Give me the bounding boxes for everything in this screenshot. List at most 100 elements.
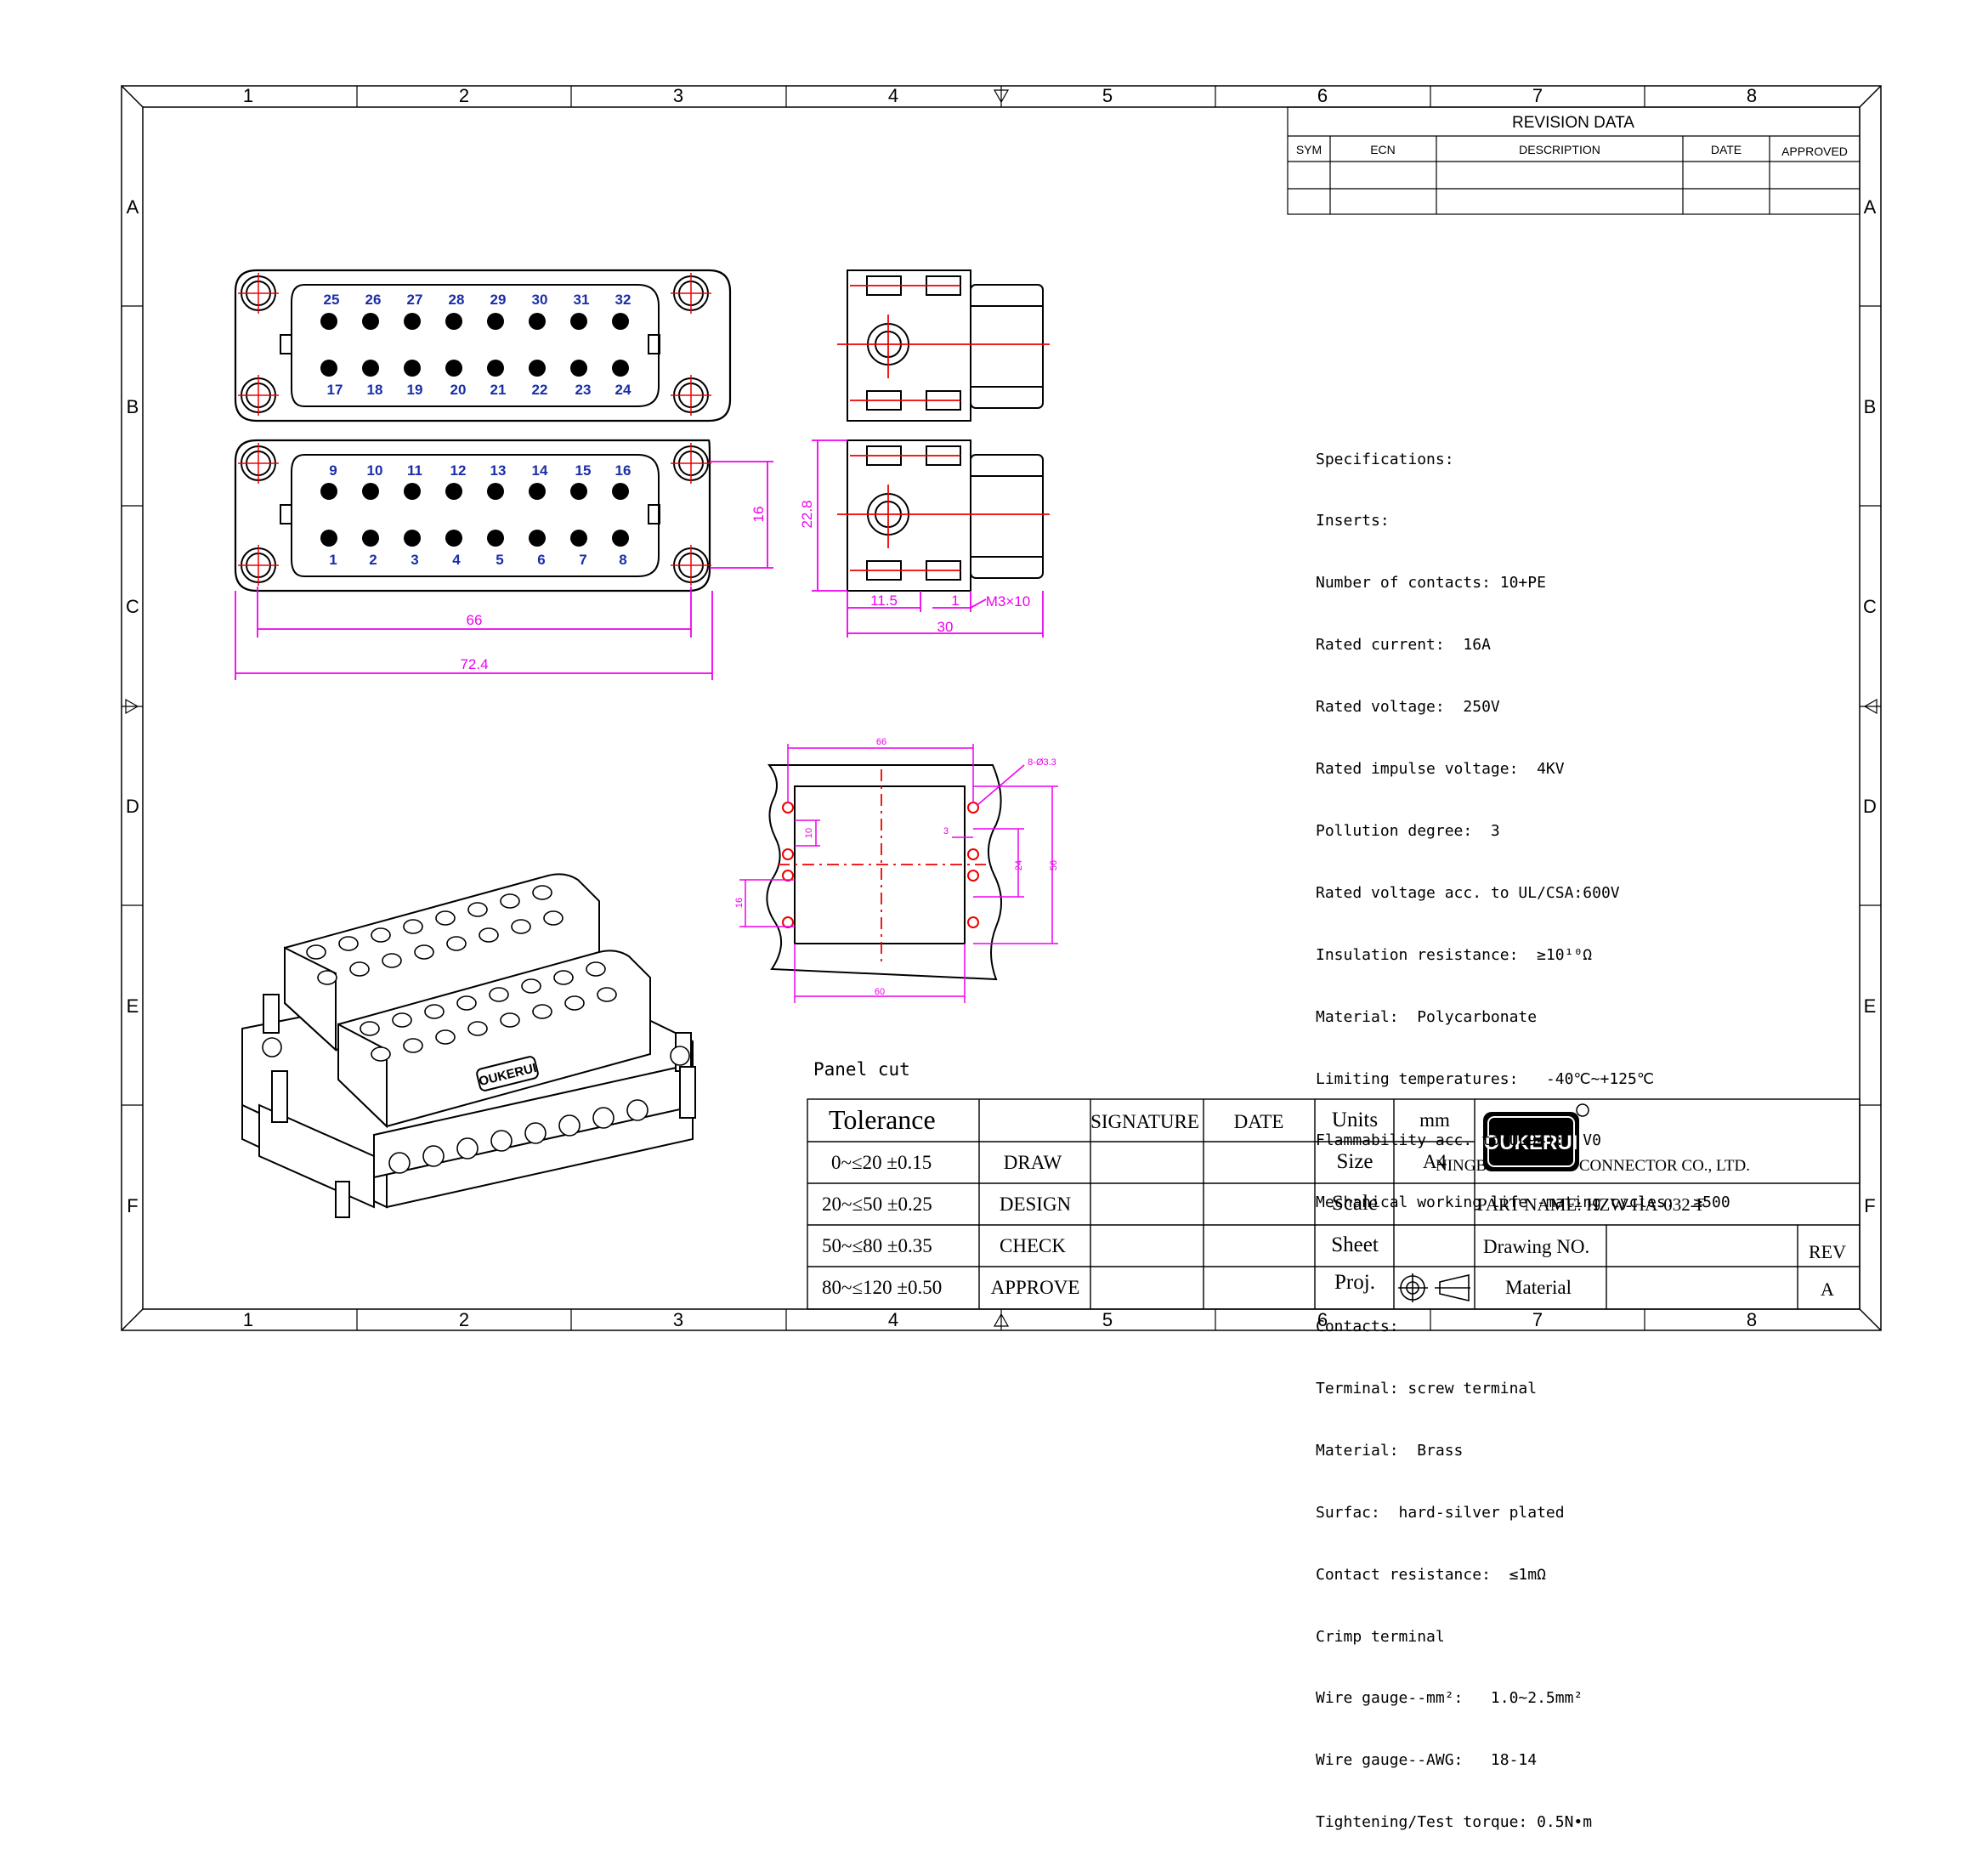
panel-cut-drawing: 66 8-Ø3.3 10 3 24 56 16 60	[734, 737, 1059, 1003]
specifications-block: Specifications: Inserts: Number of conta…	[1316, 408, 1730, 1854]
svg-text:CHECK: CHECK	[1000, 1235, 1066, 1256]
side-dimensions	[812, 439, 1044, 638]
spec-line: Tightening/Test torque: 0.5N•m	[1316, 1813, 1593, 1832]
svg-text:REV: REV	[1809, 1241, 1846, 1262]
svg-text:F: F	[127, 1195, 138, 1216]
svg-text:25: 25	[324, 292, 340, 308]
part-name: PART NAME: HZW-HA-032-F	[1477, 1194, 1706, 1215]
svg-text:D: D	[126, 796, 139, 817]
svg-text:5: 5	[496, 552, 503, 568]
svg-text:M3×10: M3×10	[986, 593, 1030, 609]
spec-line: Crimp terminal	[1316, 1627, 1445, 1646]
drawing-sheet: 1 2 3 4 5 6 7 8 1 2 3 4 5 6 7 8 A B C D …	[121, 85, 1882, 1331]
svg-text:7: 7	[579, 552, 586, 568]
svg-text:66: 66	[876, 737, 886, 747]
isometric-screw-terminals	[262, 1037, 690, 1174]
spec-line: Rated voltage: 250V	[1316, 698, 1500, 717]
spec-line: Rated voltage acc. to UL/CSA:600V	[1316, 883, 1620, 902]
svg-text:24: 24	[615, 382, 632, 398]
svg-text:28: 28	[449, 292, 465, 308]
svg-text:56: 56	[1049, 860, 1059, 870]
svg-text:Scale: Scale	[1332, 1192, 1378, 1215]
svg-text:30: 30	[937, 619, 954, 635]
spec-line: Material: Polycarbonate	[1316, 1007, 1538, 1026]
svg-text:3: 3	[673, 1309, 683, 1330]
svg-text:3: 3	[943, 826, 949, 836]
svg-text:1: 1	[243, 85, 253, 106]
svg-text:DRAW: DRAW	[1004, 1152, 1062, 1173]
svg-text:6: 6	[537, 552, 545, 568]
svg-text:9: 9	[329, 462, 337, 479]
spec-line: Rated impulse voltage: 4KV	[1316, 760, 1565, 779]
svg-text:2: 2	[459, 85, 469, 106]
dim-16: 16	[750, 507, 767, 523]
svg-text:22.8: 22.8	[799, 500, 815, 528]
svg-text:OUKERUI: OUKERUI	[1484, 1131, 1578, 1154]
svg-text:5: 5	[1102, 1309, 1113, 1330]
spec-line: Surfac: hard-silver plated	[1316, 1503, 1565, 1522]
svg-text:3: 3	[673, 85, 683, 106]
svg-text:8: 8	[1747, 1309, 1757, 1330]
svg-text:2: 2	[369, 552, 377, 568]
svg-text:13: 13	[490, 462, 507, 479]
svg-text:8: 8	[1747, 85, 1757, 106]
svg-text:11: 11	[407, 462, 422, 479]
svg-text:6: 6	[1317, 1309, 1328, 1330]
front-dimensions	[235, 461, 773, 680]
svg-text:APPROVE: APPROVE	[991, 1277, 1080, 1298]
svg-text:20~≤50 ±0.25: 20~≤50 ±0.25	[822, 1193, 932, 1215]
svg-text:7: 7	[1532, 1309, 1543, 1330]
dim-66: 66	[467, 612, 483, 628]
svg-text:31: 31	[574, 292, 590, 308]
svg-text:14: 14	[532, 462, 548, 479]
spec-line: Wire gauge--AWG: 18-14	[1316, 1751, 1538, 1770]
signature-header: SIGNATURE	[1090, 1111, 1199, 1132]
spec-line: Wire gauge--mm²: 1.0~2.5mm²	[1316, 1689, 1583, 1708]
svg-text:21: 21	[490, 382, 507, 398]
svg-text:80~≤120 ±0.50: 80~≤120 ±0.50	[822, 1277, 942, 1298]
svg-text:ECN: ECN	[1370, 143, 1396, 156]
svg-text:Sheet: Sheet	[1331, 1233, 1379, 1256]
svg-text:A: A	[1821, 1279, 1834, 1300]
svg-text:4: 4	[452, 552, 461, 568]
svg-text:B: B	[1864, 396, 1877, 417]
svg-text:C: C	[1863, 596, 1877, 617]
svg-text:8-Ø3.3: 8-Ø3.3	[1028, 757, 1056, 768]
svg-text:Units: Units	[1332, 1108, 1378, 1131]
oukerui-logo: OUKERUI	[1483, 1103, 1589, 1171]
svg-text:30: 30	[532, 292, 548, 308]
svg-text:D: D	[1863, 796, 1877, 817]
spec-line: Mechanical working life -mating cycles: …	[1316, 1193, 1730, 1212]
zone-ticks	[122, 86, 1881, 1330]
svg-text:SYM: SYM	[1296, 143, 1322, 156]
svg-text:DESIGN: DESIGN	[1000, 1193, 1072, 1215]
spec-line: Material: Brass	[1316, 1441, 1464, 1460]
date-header: DATE	[1234, 1111, 1284, 1132]
title-block	[807, 1098, 1861, 1310]
revision-table: REVISION DATA SYM ECN DESCRIPTION DATE A…	[1287, 106, 1861, 215]
svg-text:mm: mm	[1419, 1109, 1450, 1131]
spec-line: Contacts:	[1316, 1318, 1399, 1336]
svg-text:E: E	[127, 995, 139, 1017]
mounting-screws	[241, 275, 709, 413]
svg-text:16: 16	[734, 898, 745, 908]
svg-text:4: 4	[888, 1309, 898, 1330]
svg-text:E: E	[1864, 995, 1877, 1017]
isometric-contact-holes	[306, 885, 617, 1062]
svg-text:A4: A4	[1423, 1151, 1447, 1172]
panel-cut-label: Panel cut	[813, 1059, 910, 1080]
svg-text:27: 27	[407, 292, 423, 308]
svg-text:12: 12	[450, 462, 467, 479]
svg-text:APPROVED: APPROVED	[1781, 145, 1848, 158]
svg-text:15: 15	[575, 462, 592, 479]
spec-line: Limiting temperatures: -40℃~+125℃	[1316, 1069, 1655, 1088]
svg-text:DESCRIPTION: DESCRIPTION	[1519, 143, 1600, 156]
spec-line: Pollution degree: 3	[1316, 821, 1500, 840]
svg-text:1: 1	[243, 1309, 253, 1330]
column-labels-top: 1 2 3 4 5 6 7 8	[243, 85, 1757, 106]
dim-72-4: 72.4	[460, 656, 488, 672]
svg-text:24: 24	[1014, 860, 1024, 870]
svg-text:32: 32	[615, 292, 632, 308]
svg-text:DATE: DATE	[1711, 143, 1742, 156]
